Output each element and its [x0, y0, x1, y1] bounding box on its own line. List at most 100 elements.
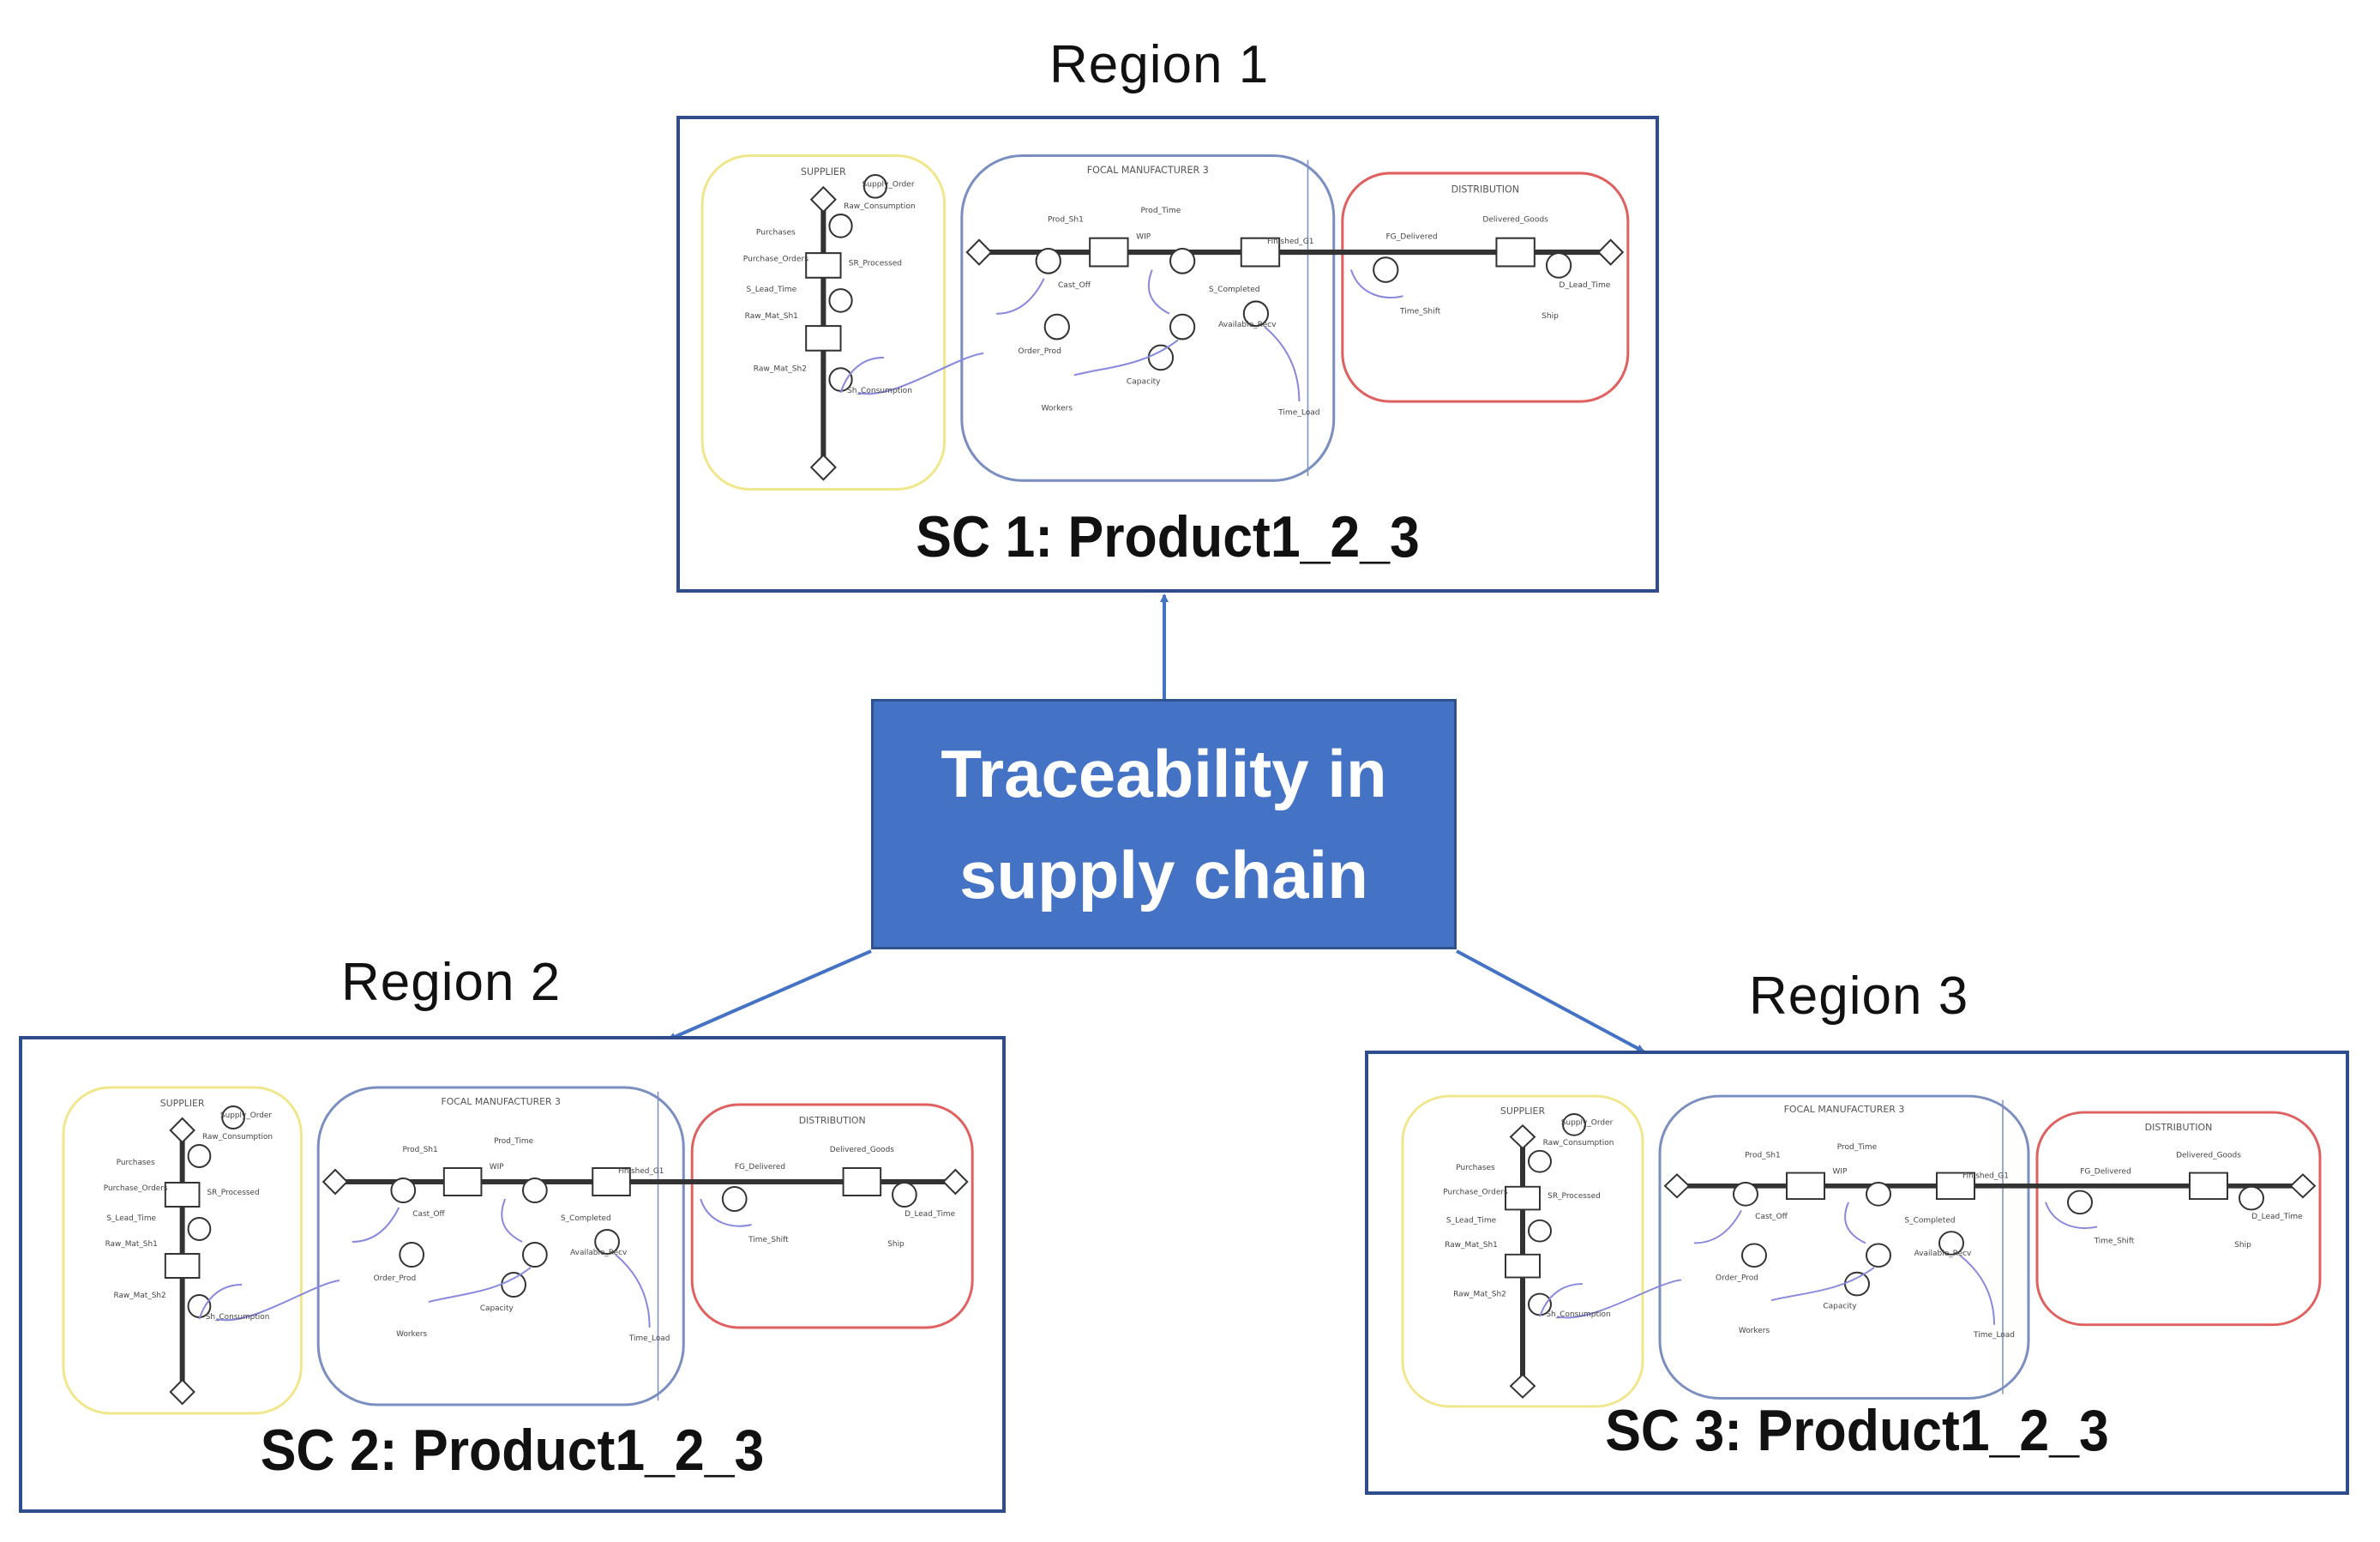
supplier-panel: [62, 1086, 303, 1415]
supplier-panel: [700, 154, 947, 491]
model-label-7: Raw_Mat_Sh2: [113, 1292, 165, 1300]
model-label-11: WIP: [1833, 1168, 1848, 1177]
source-sink-0: [1509, 1123, 1536, 1150]
main-aux-5: [1938, 1231, 1964, 1256]
focal-panel: [316, 1086, 685, 1406]
link-e: [1147, 269, 1170, 315]
main-aux-5: [594, 1229, 620, 1255]
model-label-15: Cast_Off: [1755, 1213, 1788, 1221]
source-sink-0: [809, 185, 837, 214]
arrow-to-region-3: [1456, 949, 1645, 1053]
main-aux-3: [892, 1182, 917, 1208]
source-sink-1: [169, 1378, 195, 1406]
link-c: [1264, 326, 1301, 402]
focal-panel: [960, 154, 1336, 482]
supplier-aux-1: [187, 1217, 212, 1241]
model-label-21: Time_Load: [1277, 408, 1319, 417]
link-a: [996, 278, 1045, 315]
supplier-stock-1: [1505, 1253, 1541, 1279]
center-line-1: Traceability in: [941, 736, 1387, 811]
model-label-18: Order_Prod: [1716, 1274, 1758, 1283]
link-c: [1959, 1255, 1995, 1325]
supplier-stock-1: [164, 1253, 201, 1279]
main-aux-0: [1035, 247, 1061, 274]
main-aux-3: [1545, 252, 1572, 279]
model-label-12: Finished_G1: [1267, 238, 1313, 246]
focal-panel: [1658, 1094, 2030, 1400]
panel-title-1: FOCAL MANUFACTURER 3: [1087, 165, 1209, 176]
supplier-loop: [1539, 1283, 1584, 1317]
supplier-aux-0: [828, 214, 853, 238]
model-label-6: Raw_Mat_Sh1: [745, 312, 798, 321]
main-aux-0: [390, 1178, 417, 1203]
main-aux-1: [1169, 247, 1196, 274]
model-label-9: Prod_Sh1: [403, 1146, 438, 1154]
main-aux-2: [721, 1186, 748, 1212]
supplier-link: [857, 352, 984, 395]
model-label-13: FG_Delivered: [2080, 1168, 2131, 1177]
model-label-3: Purchase_Orders: [743, 255, 808, 263]
distribution-panel: [2035, 1111, 2322, 1327]
main-stock-0: [1786, 1172, 1825, 1201]
model-label-7: Raw_Mat_Sh2: [1453, 1291, 1506, 1299]
model-label-2: Purchases: [756, 229, 796, 238]
model-label-5: S_Lead_Time: [1446, 1217, 1496, 1226]
panel-title-2: DISTRIBUTION: [799, 1115, 866, 1126]
main-source-sink-0: [1663, 1173, 1691, 1199]
model-label-1: Raw_Consumption: [1543, 1139, 1614, 1147]
model-label-17: Available_Recv: [1914, 1250, 1972, 1258]
model-label-13: FG_Delivered: [735, 1163, 785, 1172]
supplier-loop: [839, 356, 885, 394]
supplier-link: [1556, 1279, 1682, 1319]
sc2-title: SC 2: Product1_2_3: [260, 1418, 765, 1483]
model-label-4: SR_Processed: [849, 259, 902, 268]
main-stock-0: [1089, 237, 1129, 268]
link-b: [1770, 1267, 1875, 1302]
model-label-5: S_Lead_Time: [106, 1214, 156, 1223]
supplier-aux-0: [187, 1144, 212, 1168]
supplier-link: [216, 1280, 340, 1322]
model-label-0: Supply_Order: [1561, 1119, 1614, 1128]
main-aux-3: [2239, 1185, 2264, 1211]
supplier-aux-3: [1562, 1113, 1586, 1136]
main-source-sink-1: [2289, 1173, 2317, 1199]
main-aux-1: [1866, 1182, 1891, 1207]
model-label-23: Ship: [1542, 312, 1559, 321]
supplier-aux-1: [1528, 1219, 1552, 1243]
supplier-aux-3: [221, 1105, 245, 1129]
model-label-1: Raw_Consumption: [844, 202, 916, 211]
link-a: [352, 1207, 400, 1243]
main-source-sink-1: [1597, 238, 1625, 266]
model-label-3: Purchase_Orders: [104, 1184, 168, 1193]
link-e: [501, 1198, 523, 1243]
model-label-14: Delivered_Goods: [2176, 1152, 2241, 1160]
supplier-loop: [198, 1284, 243, 1320]
model-label-19: Capacity: [1823, 1303, 1856, 1311]
model-label-18: Order_Prod: [1018, 347, 1061, 356]
main-source-sink-0: [322, 1168, 349, 1196]
model-label-6: Raw_Mat_Sh1: [1445, 1241, 1498, 1250]
main-aux-7: [1147, 344, 1175, 371]
model-label-21: Time_Load: [628, 1334, 670, 1343]
supplier-panel: [1401, 1094, 1644, 1408]
supplier-stock-0: [1505, 1185, 1541, 1211]
main-stock-1: [592, 1167, 631, 1196]
model-label-13: FG_Delivered: [1385, 233, 1437, 242]
supplier-stock-0: [805, 252, 842, 279]
model-label-12: Finished_G1: [618, 1167, 664, 1176]
region-2-label: Region 2: [341, 953, 562, 1012]
main-aux-0: [1733, 1182, 1758, 1207]
main-stock-2: [1495, 237, 1536, 268]
model-label-24: D_Lead_Time: [2251, 1213, 2302, 1221]
main-aux-6: [399, 1242, 425, 1268]
model-label-10: Prod_Time: [494, 1137, 533, 1146]
model-label-20: Workers: [1041, 404, 1073, 413]
